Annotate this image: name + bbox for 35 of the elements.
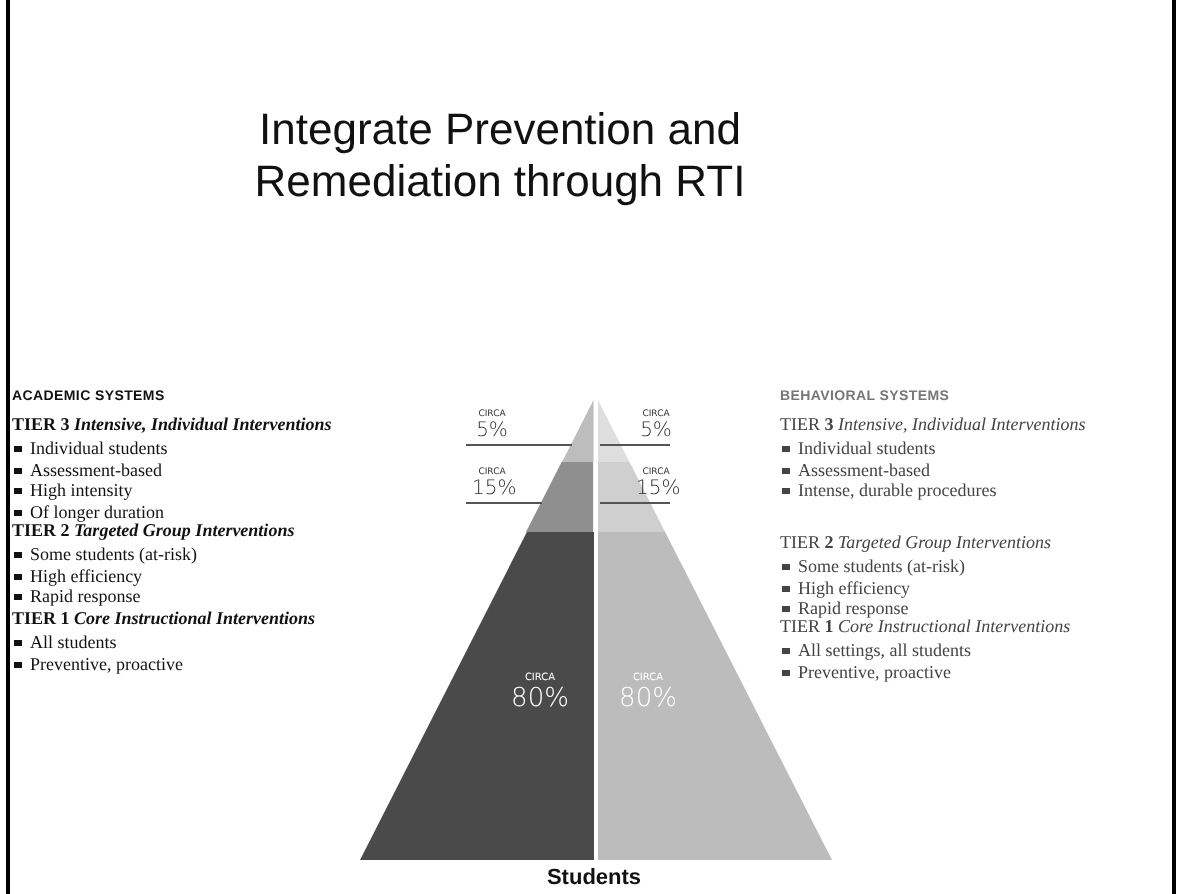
tier-heading: TIER 2 Targeted Group Interventions bbox=[12, 520, 295, 544]
tier-heading: TIER 3 Intensive, Individual Interventions bbox=[780, 412, 1086, 438]
bullet-text: Some students (at-risk) bbox=[12, 544, 197, 565]
percent-value: 80% bbox=[509, 686, 571, 714]
percent-value: 15% bbox=[636, 480, 676, 500]
tier-heading: TIER 2 Targeted Group Interventions bbox=[780, 530, 1051, 556]
bullet-text: All settings, all students bbox=[780, 640, 971, 661]
bullet-text: Some students (at-risk) bbox=[780, 556, 965, 577]
bullet-text: Individual students bbox=[12, 438, 168, 459]
bullet-text: High efficiency bbox=[780, 577, 911, 598]
bullet-text: Intense, durable procedures bbox=[780, 480, 997, 501]
percent-value: 15% bbox=[472, 480, 512, 500]
pyramid-middle-section bbox=[526, 462, 594, 532]
percent-value: 5% bbox=[474, 422, 510, 442]
bullet-text: Individual students bbox=[780, 438, 936, 459]
bullet-text: Assessment-based bbox=[12, 459, 162, 480]
pyramid-base-section bbox=[360, 532, 594, 860]
bullet-text: Rapid response bbox=[780, 598, 909, 619]
tier-heading: TIER 3 Intensive, Individual Interventions bbox=[12, 412, 332, 438]
slide-title: Integrate Prevention and Remediation through RTI bbox=[252, 104, 748, 208]
axis-label: Students bbox=[544, 866, 644, 890]
pyramid-top-section bbox=[562, 400, 594, 462]
tier-heading: TIER 1 Core Instructional Interventions bbox=[12, 606, 316, 632]
bullet-text: All students bbox=[12, 632, 117, 653]
bullet-text: High efficiency bbox=[12, 565, 143, 586]
bullet-text: Of longer duration bbox=[12, 501, 164, 522]
bullet-text: Preventive, proactive bbox=[780, 661, 951, 682]
bullet-text: Preventive, proactive bbox=[12, 653, 183, 674]
bullet-text: Assessment-based bbox=[780, 459, 930, 480]
percent-value: 5% bbox=[638, 422, 674, 442]
bullet-text: Rapid response bbox=[12, 586, 141, 607]
tier-heading: TIER 1 Core Instructional Interventions bbox=[780, 616, 1071, 640]
bullet-text: High intensity bbox=[12, 480, 133, 501]
percent-value: 80% bbox=[617, 686, 679, 714]
pyramid-top-section bbox=[598, 400, 630, 462]
